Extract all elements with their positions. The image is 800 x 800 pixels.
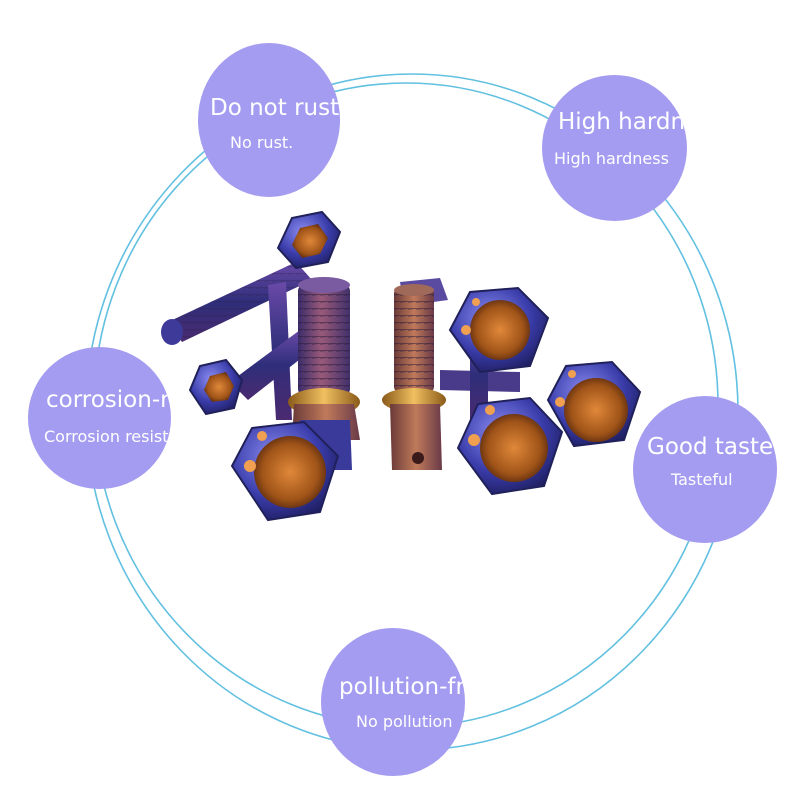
feature-badge-hardness: High hardness High hardness (542, 75, 687, 221)
feature-title: pollution-free (339, 674, 465, 700)
hex-bolt (448, 286, 550, 374)
feature-subtitle: High hardness (554, 149, 669, 168)
hex-bolt (188, 358, 244, 416)
feature-title: Good taste (647, 434, 774, 460)
hex-bolt (546, 360, 642, 448)
feature-title: Do not rust (210, 95, 340, 121)
feature-badge-taste: Good taste Tasteful (633, 396, 777, 543)
feature-badge-pollution: pollution-free No pollution (321, 628, 465, 776)
feature-subtitle: Tasteful (671, 470, 733, 489)
hex-bolt (276, 210, 342, 270)
feature-subtitle: No rust. (230, 133, 294, 152)
feature-title: High hardness (558, 109, 687, 135)
long-bolt (161, 262, 312, 345)
threaded-bolt (382, 284, 446, 470)
feature-subtitle: No pollution (356, 712, 453, 731)
feature-subtitle: Corrosion resistance (44, 427, 171, 446)
hex-bolt (456, 396, 564, 496)
feature-badge-rust: Do not rust No rust. (198, 43, 340, 197)
feature-title: corrosion-resistant (46, 387, 171, 413)
hex-bolt (230, 420, 340, 522)
feature-badge-corrosion: corrosion-resistant Corrosion resistance (28, 347, 171, 489)
